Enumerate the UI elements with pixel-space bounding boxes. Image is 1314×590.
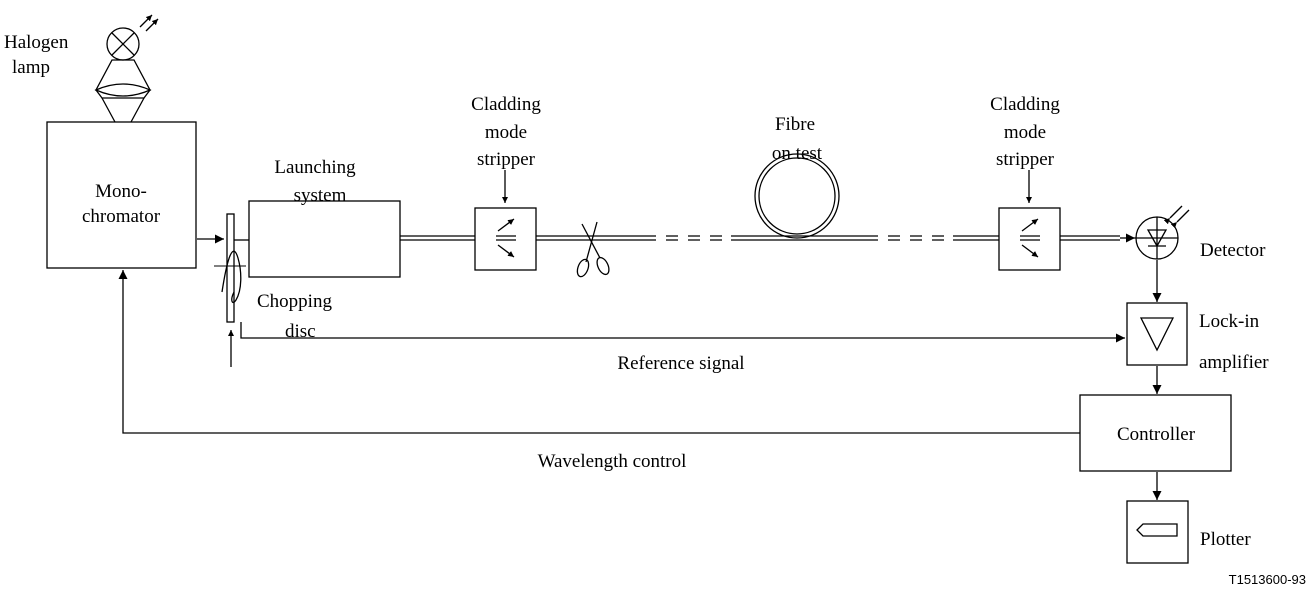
stripper-1-label-2: mode [485, 122, 527, 143]
halogen-lamp-label-1: Halogen [4, 32, 69, 53]
figure-reference-code: T1513600-93 [1229, 572, 1306, 587]
lockin-amplifier-label-2: amplifier [1199, 352, 1269, 373]
fibre-segment-1 [400, 235, 475, 241]
monochromator-label-2: chromator [82, 206, 161, 227]
fibre-on-test-label-2: on test [772, 143, 823, 164]
launching-system-label-2: system [294, 185, 347, 206]
photodiode-detector-icon [1135, 205, 1190, 260]
controller-label: Controller [1117, 424, 1196, 445]
stripper-1-label-1: Cladding [471, 94, 541, 115]
fibre-segment-2 [536, 235, 999, 241]
halogen-lamp-label-2: lamp [12, 57, 50, 78]
halogen-lamp-icon [106, 14, 159, 61]
cladding-mode-stripper-1 [474, 170, 537, 271]
lockin-amplifier-label-1: Lock-in [1199, 311, 1260, 332]
launching-system-label-1: Launching [274, 157, 356, 178]
stripper-2-label-3: stripper [996, 149, 1055, 170]
chopping-disc-label-1: Chopping [257, 291, 332, 312]
lockin-amplifier-box [1126, 302, 1188, 366]
stripper-2-label-1: Cladding [990, 94, 1060, 115]
stripper-2-label-2: mode [1004, 122, 1046, 143]
chopping-disc-label-2: disc [285, 321, 316, 342]
fibre-coil [754, 153, 840, 239]
scissors-icon [576, 221, 610, 278]
monochromator-box [46, 121, 197, 269]
detector-label: Detector [1200, 240, 1266, 261]
reference-signal-line [240, 322, 1125, 343]
plotter-label: Plotter [1200, 529, 1251, 550]
launching-system-box [248, 200, 401, 278]
reference-signal-label: Reference signal [617, 353, 744, 374]
stripper-1-label-3: stripper [477, 149, 536, 170]
fibre-segment-3 [1060, 233, 1135, 243]
chopping-disc [214, 213, 246, 367]
plotter-box [1126, 500, 1189, 564]
wavelength-control-line [118, 270, 1080, 434]
condenser-lens-icon [94, 59, 152, 123]
monochromator-label-1: Mono- [95, 181, 147, 202]
fibre-on-test-label-1: Fibre [775, 114, 815, 135]
wavelength-control-label: Wavelength control [538, 451, 687, 472]
cladding-mode-stripper-2 [998, 170, 1061, 271]
